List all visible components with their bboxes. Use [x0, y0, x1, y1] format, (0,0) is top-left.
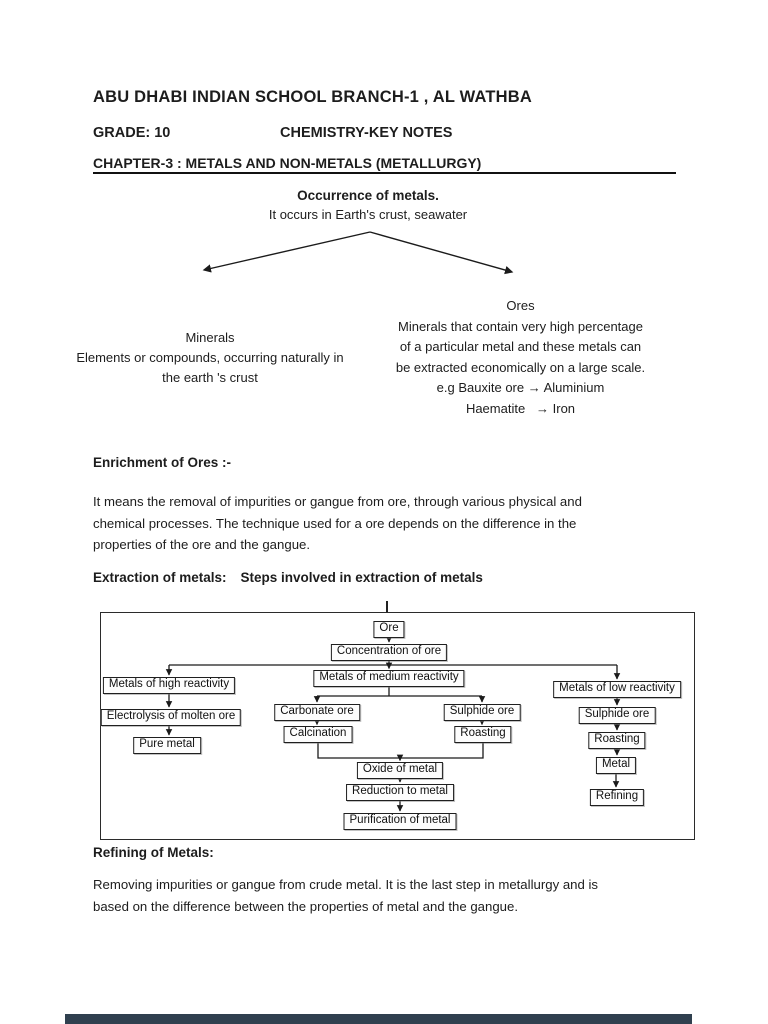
- ores-block: Ores Minerals that contain very high per…: [378, 296, 663, 419]
- chapter-title: CHAPTER-3 : METALS AND NON-METALS (METAL…: [93, 155, 482, 171]
- flowchart-top-stub: [386, 601, 388, 613]
- enrichment-line: properties of the ore and the gangue.: [93, 537, 311, 552]
- flowchart-node-roasting-mid: Roasting: [454, 726, 512, 743]
- minerals-line: the earth 's crust: [162, 370, 258, 385]
- refining-line: Removing impurities or gangue from crude…: [93, 877, 599, 892]
- refining-paragraph: Removing impurities or gangue from crude…: [93, 874, 703, 917]
- occurrence-title: Occurrence of metals.: [297, 188, 439, 203]
- flowchart-node-high-reactivity: Metals of high reactivity: [102, 677, 236, 694]
- flowchart-node-oxide-of-metal: Oxide of metal: [356, 762, 444, 779]
- subject-label: CHEMISTRY-KEY NOTES: [280, 125, 453, 141]
- flowchart-node-concentration: Concentration of ore: [330, 644, 448, 661]
- flowchart-node-sulphide-ore-mid: Sulphide ore: [443, 704, 521, 721]
- refining-line: based on the difference between the prop…: [93, 898, 518, 914]
- refining-heading: Refining of Metals:: [93, 845, 214, 860]
- extraction-heading-part1: Extraction of metals:: [93, 570, 227, 585]
- ores-line: be extracted economically on a large sca…: [395, 359, 646, 375]
- enrichment-paragraph: It means the removal of impurities or ga…: [93, 491, 693, 556]
- flowchart-node-calcination: Calcination: [283, 726, 353, 743]
- grade-label: GRADE: 10: [93, 125, 171, 141]
- extraction-heading: Extraction of metals: Steps involved in e…: [93, 570, 483, 585]
- flowchart-node-roasting-low: Roasting: [588, 732, 646, 749]
- enrichment-line: It means the removal of impurities or ga…: [93, 494, 582, 509]
- school-title: ABU DHABI INDIAN SCHOOL BRANCH-1 , AL WA…: [93, 88, 533, 106]
- extraction-heading-part2: Steps involved in extraction of metals: [240, 570, 483, 585]
- footer-bar: [65, 1014, 692, 1024]
- enrichment-line: chemical processes. The technique used f…: [93, 515, 577, 531]
- ores-example: e.g Bauxite ore → Aluminium: [436, 380, 605, 395]
- minerals-line: Elements or compounds, occurring natural…: [76, 350, 344, 365]
- occurrence-subtitle: It occurs in Earth's crust, seawater: [268, 207, 468, 222]
- minerals-title: Minerals: [185, 330, 235, 345]
- flowchart-connectors: [165, 636, 621, 812]
- right-branch-arrow: [369, 231, 514, 275]
- flowchart-node-purification: Purification of metal: [343, 813, 457, 830]
- left-branch-arrow: [202, 231, 371, 273]
- ores-line: of a particular metal and these metals c…: [399, 339, 642, 354]
- flowchart-node-reduction: Reduction to metal: [346, 784, 454, 801]
- flowchart-node-carbonate-ore: Carbonate ore: [274, 704, 360, 721]
- flowchart-node-electrolysis: Electrolysis of molten ore: [100, 709, 242, 726]
- flowchart-node-refining: Refining: [589, 789, 645, 806]
- enrichment-heading: Enrichment of Ores :-: [93, 455, 232, 470]
- flowchart-node-metal: Metal: [595, 757, 637, 774]
- flowchart-node-ore: Ore: [373, 621, 405, 638]
- extraction-flowchart: Ore Concentration of ore Metals of high …: [100, 612, 695, 840]
- flowchart-node-pure-metal: Pure metal: [133, 737, 201, 754]
- grade-row: GRADE: 10 CHEMISTRY-KEY NOTES: [93, 125, 452, 141]
- flowchart-node-low-reactivity: Metals of low reactivity: [553, 681, 681, 698]
- ores-title: Ores: [506, 298, 535, 313]
- ores-line: Minerals that contain very high percenta…: [398, 318, 643, 334]
- ores-example: Haematite → Iron: [465, 400, 576, 416]
- minerals-block: Minerals Elements or compounds, occurrin…: [40, 328, 380, 388]
- flowchart-node-medium-reactivity: Metals of medium reactivity: [313, 670, 465, 687]
- header-divider: [93, 172, 676, 174]
- branch-arrows-diagram: [202, 231, 514, 275]
- flowchart-node-sulphide-ore-low: Sulphide ore: [578, 707, 656, 724]
